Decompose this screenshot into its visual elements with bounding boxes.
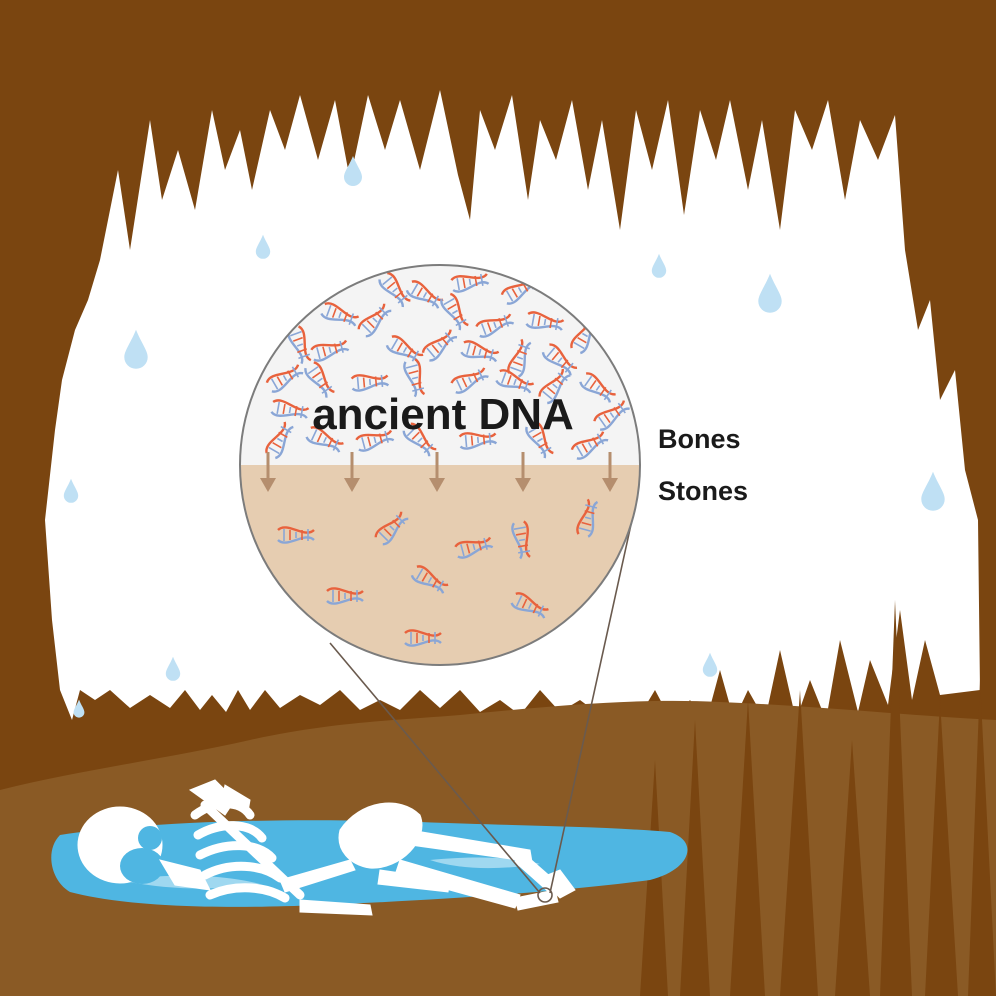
title-text: ancient DNA bbox=[312, 390, 574, 439]
stones-label: Stones bbox=[658, 476, 749, 506]
down-arrow-icon bbox=[602, 452, 618, 492]
down-arrow-icon bbox=[429, 452, 445, 492]
down-arrow-icon bbox=[515, 452, 531, 492]
down-arrow-icon bbox=[260, 452, 276, 492]
ancient-dna-title: ancient DNA bbox=[0, 390, 996, 440]
stalagmites bbox=[640, 600, 996, 996]
magnifier-ring bbox=[239, 264, 641, 666]
zoom-connector bbox=[329, 519, 633, 903]
bones-label: Bones bbox=[658, 424, 741, 454]
down-arrow-icon bbox=[344, 452, 360, 492]
magnified-view bbox=[240, 265, 640, 665]
deposition-arrows bbox=[260, 452, 618, 492]
dna-helix-icon bbox=[276, 526, 316, 544]
dna-helix-icon bbox=[403, 629, 443, 647]
skeleton-icon bbox=[77, 779, 576, 916]
dna-helix-icon bbox=[325, 587, 365, 605]
